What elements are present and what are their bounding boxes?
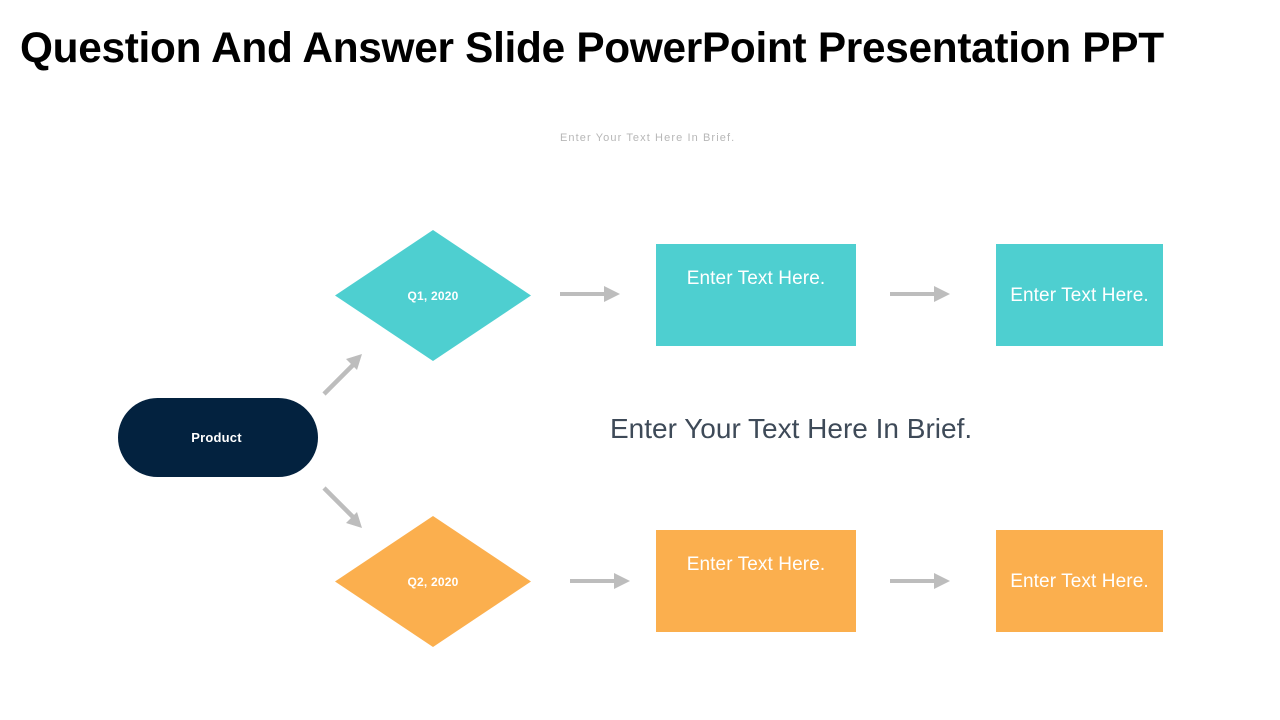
arrow-right-down-icon [318, 482, 370, 534]
node-product-label: Product [191, 430, 242, 445]
node-diamond-q2-label: Q2, 2020 [407, 574, 459, 589]
node-diamond-q1[interactable]: Q1, 2020 [335, 230, 531, 361]
content-box-orange-1-label: Enter Text Here. [686, 554, 826, 575]
node-diamond-q2[interactable]: Q2, 2020 [335, 516, 531, 647]
top-caption-text: Enter Your Text Here In Brief. [560, 132, 736, 144]
arrow-right-up-icon [318, 348, 370, 400]
content-box-orange-2-label: Enter Text Here. [1010, 570, 1149, 592]
node-diamond-q1-label: Q1, 2020 [407, 288, 459, 303]
center-headline-text: Enter Your Text Here In Brief. [610, 413, 973, 444]
node-product[interactable]: Product [118, 398, 318, 477]
content-box-teal-2[interactable]: Enter Text Here. [996, 244, 1163, 346]
arrow-right-icon-q1-box1 [560, 281, 622, 307]
content-box-teal-2-label: Enter Text Here. [1010, 284, 1149, 306]
content-box-orange-2[interactable]: Enter Text Here. [996, 530, 1163, 632]
arrow-right-icon-teal-box1-box2 [890, 281, 952, 307]
arrow-right-icon-q2-box1 [570, 568, 632, 594]
page-title: Question And Answer Slide PowerPoint Pre… [20, 24, 1164, 72]
content-box-orange-1[interactable]: Enter Text Here. [656, 530, 856, 632]
arrow-right-icon-orange-box1-box2 [890, 568, 952, 594]
content-box-teal-1[interactable]: Enter Text Here. [656, 244, 856, 346]
content-box-teal-1-label: Enter Text Here. [686, 268, 826, 289]
